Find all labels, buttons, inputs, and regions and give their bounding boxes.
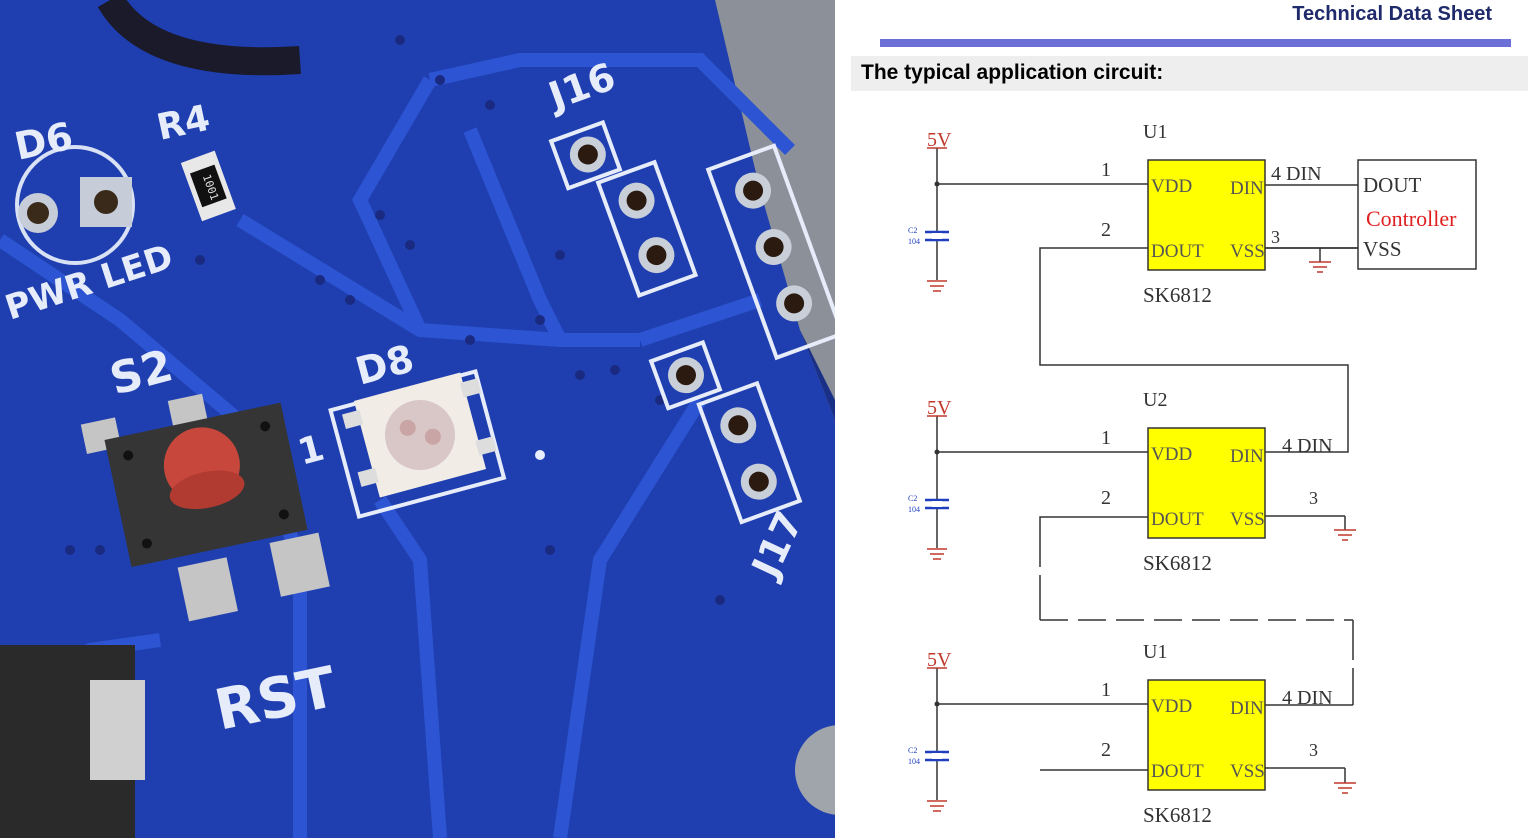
r4-resistor: 1001 [180, 150, 236, 222]
pin3-label: 3 [1309, 740, 1318, 760]
pin1-label: 1 [1101, 679, 1111, 701]
vss-pin-label: VSS [1230, 241, 1265, 262]
header-divider [880, 39, 1511, 47]
cap-value-label: 104 [908, 237, 920, 246]
pin4-din-label: 4 DIN [1282, 687, 1333, 709]
din-pin-label: DIN [1230, 178, 1264, 199]
pin2-label: 2 [1101, 739, 1111, 761]
pin1-label: 1 [1101, 159, 1111, 181]
sk6812-chip [1147, 159, 1266, 271]
sk6812-chip [1147, 679, 1266, 791]
supply-label: 5V [927, 129, 952, 151]
bottom-left-component [90, 680, 145, 780]
pin2-label: 2 [1101, 219, 1111, 241]
vss-pin-label: VSS [1230, 509, 1265, 530]
controller-dout-label: DOUT [1363, 173, 1421, 197]
vdd-pin-label: VDD [1151, 444, 1192, 465]
controller-label: Controller [1366, 206, 1457, 231]
chip-part-label: SK6812 [1143, 803, 1212, 827]
j17-header [648, 339, 803, 525]
pin4-din-label: 4 DIN [1282, 435, 1333, 457]
vdd-pin-label: VDD [1151, 176, 1192, 197]
interstage-wires [1039, 247, 1354, 771]
sk6812-chip [1147, 427, 1266, 539]
pin1-label: 1 [1101, 427, 1111, 449]
supply-label: 5V [927, 649, 952, 671]
chip-part-label: SK6812 [1143, 551, 1212, 575]
vss-pin-label: VSS [1230, 761, 1265, 782]
pin3-label: 3 [1309, 488, 1318, 508]
cap-value-label: 104 [908, 757, 920, 766]
dout-pin-label: DOUT [1151, 509, 1204, 530]
mounting-hole [795, 725, 835, 815]
din-pin-label: DIN [1230, 698, 1264, 719]
supply-label: 5V [927, 397, 952, 419]
chip-ref-label: U1 [1143, 641, 1167, 663]
cap-ref-label: C2 [908, 226, 917, 235]
pcb-photo: 1001 D6 R4 PWR LED S2 D8 1 J16 J17 RST [0, 0, 835, 838]
chip-part-label: SK6812 [1143, 283, 1212, 307]
chip-ref-label: U1 [1143, 121, 1167, 143]
d8-rgb-led [328, 369, 507, 520]
datasheet-header-title: Technical Data Sheet [1292, 3, 1492, 25]
pin3-label: 3 [1271, 227, 1280, 247]
section-title: The typical application circuit: [861, 61, 1164, 84]
pin4-din-label: 4 DIN [1271, 163, 1322, 185]
vdd-pin-label: VDD [1151, 696, 1192, 717]
dout-pin-label: DOUT [1151, 761, 1204, 782]
section-heading: The typical application circuit: [851, 56, 1528, 91]
cap-ref-label: C2 [908, 494, 917, 503]
right-header [705, 143, 835, 361]
controller-block: DOUT Controller VSS [1265, 159, 1477, 270]
s2-reset-button [80, 393, 330, 622]
j16-header [548, 119, 699, 298]
pin2-label: 2 [1101, 487, 1111, 509]
dout-pin-label: DOUT [1151, 241, 1204, 262]
d6-led-footprint [15, 145, 135, 265]
chip-ref-label: U2 [1143, 389, 1167, 411]
datasheet-panel: Technical Data Sheet The typical applica… [835, 0, 1528, 838]
din-pin-label: DIN [1230, 446, 1264, 467]
controller-vss-label: VSS [1363, 237, 1402, 261]
cap-value-label: 104 [908, 505, 920, 514]
logo-arc [97, 0, 301, 76]
cap-ref-label: C2 [908, 746, 917, 755]
vias [65, 35, 725, 605]
